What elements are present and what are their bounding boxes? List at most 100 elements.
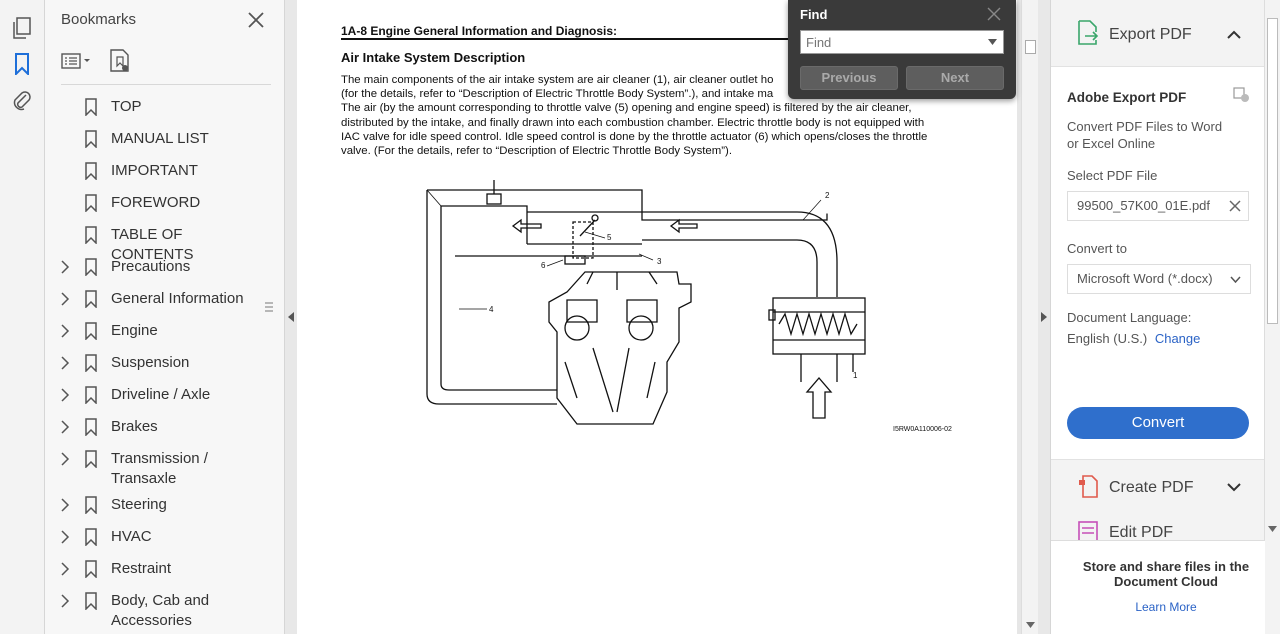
bookmark-item[interactable]: MANUAL LIST xyxy=(45,129,263,149)
scrollbar-thumb[interactable] xyxy=(1025,40,1036,54)
bookmark-icon xyxy=(81,225,101,245)
learn-more-link[interactable]: Learn More xyxy=(1135,600,1197,614)
attachments-icon[interactable] xyxy=(10,88,34,112)
bookmark-item[interactable]: Body, Cab and Accessories xyxy=(45,591,263,631)
chevron-right-icon[interactable] xyxy=(55,591,75,611)
right-pane-splitter[interactable] xyxy=(1038,0,1050,634)
body-line: IAC valve for idle speed control. Idle s… xyxy=(341,130,928,143)
pdf-page: 1A-8 Engine General Information and Diag… xyxy=(297,0,1017,634)
bookmark-item[interactable]: Brakes xyxy=(45,417,263,437)
find-next-button[interactable]: Next xyxy=(906,66,1004,90)
convert-to-select[interactable]: Microsoft Word (*.docx) xyxy=(1067,264,1251,294)
bookmark-item[interactable]: FOREWORD xyxy=(45,193,263,213)
new-bookmark-icon[interactable] xyxy=(109,48,131,78)
bookmark-item[interactable]: Restraint xyxy=(45,559,263,579)
edit-pdf-tool[interactable]: Edit PDF xyxy=(1051,518,1265,540)
body-line: valve. (For the details, refer to “Descr… xyxy=(341,145,733,158)
export-pdf-header[interactable]: Export PDF xyxy=(1051,19,1265,50)
create-pdf-tool[interactable]: Create PDF xyxy=(1051,473,1265,503)
tools-pane-scrollbar[interactable] xyxy=(1264,0,1280,540)
scrollbar-thumb[interactable] xyxy=(1267,18,1278,324)
select-pdf-file-link[interactable]: Select PDF File xyxy=(1067,168,1158,183)
bookmark-item[interactable]: Steering xyxy=(45,495,263,515)
chevron-right-icon[interactable] xyxy=(55,353,75,373)
bookmarks-icon[interactable] xyxy=(10,52,34,76)
bookmark-label: Brakes xyxy=(111,418,158,435)
bookmark-label: Steering xyxy=(111,496,167,513)
find-input[interactable] xyxy=(801,31,971,53)
bookmark-icon xyxy=(81,97,101,117)
chevron-right-icon[interactable] xyxy=(55,449,75,469)
clear-icon[interactable] xyxy=(1229,200,1241,212)
bookmark-item[interactable]: Driveline / Axle xyxy=(45,385,263,405)
bookmark-item[interactable]: Suspension xyxy=(45,353,263,373)
figure-label: 5 xyxy=(607,233,612,242)
find-title: Find xyxy=(800,7,828,22)
chevron-right-icon[interactable] xyxy=(55,289,75,309)
resize-grip-icon[interactable] xyxy=(265,302,273,312)
chevron-right-icon[interactable] xyxy=(55,559,75,579)
bookmark-item[interactable]: HVAC xyxy=(45,527,263,547)
chevron-up-icon[interactable] xyxy=(1227,30,1241,39)
scroll-down-icon[interactable] xyxy=(1268,526,1277,532)
convert-button[interactable]: Convert xyxy=(1067,407,1249,439)
chevron-right-icon[interactable] xyxy=(55,417,75,437)
bookmark-icon xyxy=(81,385,101,405)
export-pdf-card: Adobe Export PDF Convert PDF Files to Wo… xyxy=(1051,66,1265,460)
chevron-right-icon[interactable] xyxy=(55,321,75,341)
section-body: The main components of the air intake sy… xyxy=(341,73,956,158)
document-cloud-promo: Store and share files in the Document Cl… xyxy=(1051,540,1265,634)
bookmark-item[interactable]: TOP xyxy=(45,97,263,117)
create-pdf-title: Create PDF xyxy=(1109,479,1194,496)
find-previous-button[interactable]: Previous xyxy=(800,66,898,90)
doc-language-value: English (U.S.) xyxy=(1067,331,1148,346)
change-language-link[interactable]: Change xyxy=(1154,331,1201,346)
account-switch-icon[interactable] xyxy=(1233,87,1251,103)
figure-label: 3 xyxy=(657,257,662,266)
bookmark-icon xyxy=(81,257,101,277)
chevron-right-icon[interactable] xyxy=(55,527,75,547)
chevron-down-icon[interactable] xyxy=(1227,483,1241,492)
chevron-right-icon[interactable] xyxy=(55,257,75,277)
collapse-left-icon[interactable] xyxy=(288,312,294,322)
bookmark-icon xyxy=(81,449,101,469)
edit-pdf-icon xyxy=(1077,518,1099,540)
selected-file-field[interactable]: 99500_57K00_01E.pdf xyxy=(1067,191,1249,221)
card-title: Adobe Export PDF xyxy=(1067,90,1187,105)
collapse-right-icon[interactable] xyxy=(1041,312,1047,322)
chevron-down-icon[interactable] xyxy=(988,39,997,45)
page-thumbnails-icon[interactable] xyxy=(10,16,34,40)
find-dialog: Find Previous Next xyxy=(788,0,1016,99)
page-header: 1A-8 Engine General Information and Diag… xyxy=(341,24,618,38)
bookmark-icon xyxy=(81,591,101,611)
document-view: 1A-8 Engine General Information and Diag… xyxy=(297,0,1021,634)
bookmark-item[interactable]: Engine xyxy=(45,321,263,341)
left-pane-splitter[interactable] xyxy=(285,0,297,634)
bookmark-label: General Information xyxy=(111,290,244,307)
bookmark-item[interactable]: Precautions xyxy=(45,257,263,277)
bookmark-item[interactable]: TABLE OF CONTENTS xyxy=(45,225,263,265)
bookmark-label: Driveline / Axle xyxy=(111,386,211,403)
edit-pdf-title: Edit PDF xyxy=(1109,524,1174,540)
doc-language-row: English (U.S.) Change xyxy=(1067,331,1200,346)
file-name: 99500_57K00_01E.pdf xyxy=(1077,198,1211,213)
find-field xyxy=(800,30,1004,54)
tools-pane: Export PDF Adobe Export PDF Convert PDF … xyxy=(1050,0,1265,634)
bookmark-item[interactable]: General Information xyxy=(45,289,263,309)
bookmark-icon xyxy=(81,353,101,373)
bookmark-icon xyxy=(81,527,101,547)
chevron-right-icon[interactable] xyxy=(55,385,75,405)
close-icon[interactable] xyxy=(986,6,1002,22)
bookmark-icon xyxy=(81,321,101,341)
figure-label: 1 xyxy=(853,371,858,380)
section-title: Air Intake System Description xyxy=(341,50,526,65)
bookmark-item[interactable]: IMPORTANT xyxy=(45,161,263,181)
bookmark-item[interactable]: Transmission / Transaxle xyxy=(45,449,263,489)
close-icon[interactable] xyxy=(245,9,267,31)
scroll-down-icon[interactable] xyxy=(1026,622,1035,628)
bookmark-options-icon[interactable] xyxy=(61,51,93,76)
body-line: The air (by the amount corresponding to … xyxy=(341,102,912,115)
document-scrollbar[interactable] xyxy=(1021,0,1038,634)
chevron-right-icon[interactable] xyxy=(55,495,75,515)
body-line: distributed by the intake, and finally d… xyxy=(341,116,925,129)
